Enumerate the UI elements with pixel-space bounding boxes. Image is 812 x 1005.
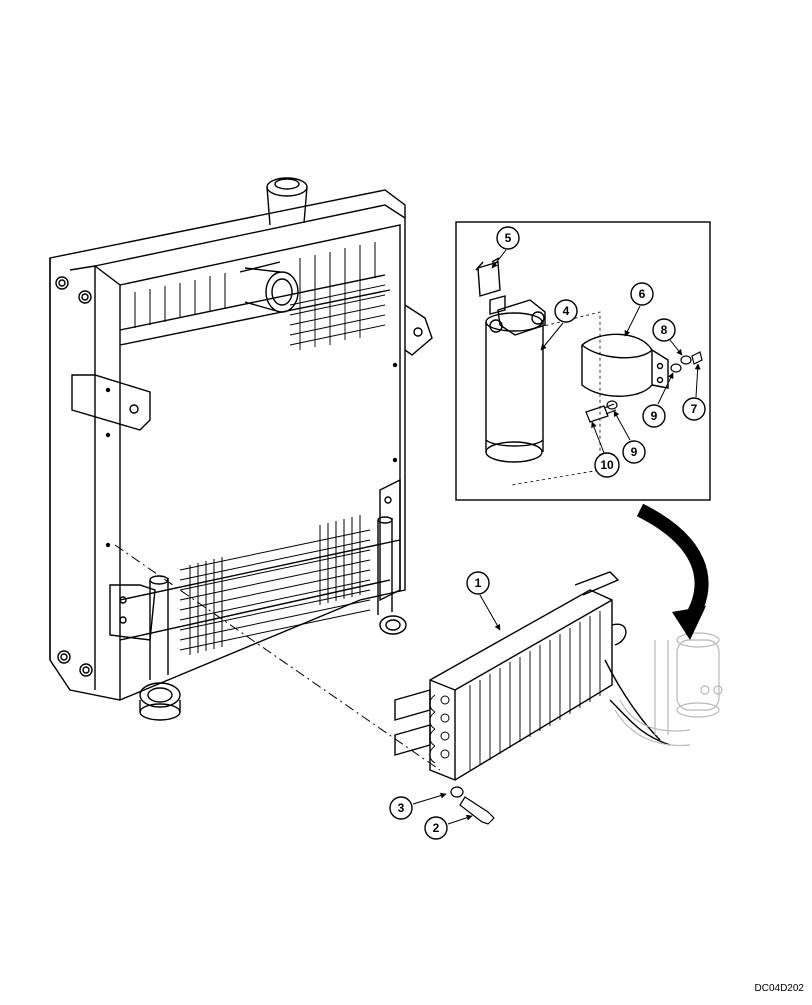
mounting-outline (511, 311, 601, 486)
callout-9-upper (642, 404, 666, 428)
callout-6 (630, 282, 654, 306)
callout-10 (594, 452, 620, 478)
callout-10-label: 10 (600, 458, 614, 472)
callout-8 (652, 318, 676, 342)
mounting-strap (581, 333, 669, 397)
callout-7-label: 7 (691, 402, 698, 416)
callout-2 (424, 816, 448, 840)
callout-7 (682, 397, 706, 421)
drawing-code: DC04D202 (754, 983, 804, 994)
condenser-mount-hardware (450, 786, 495, 825)
callout-6-label: 6 (639, 287, 646, 301)
callout-9-upper-label: 9 (651, 409, 658, 423)
callout-1-label: 1 (475, 576, 482, 590)
callout-2-label: 2 (433, 821, 440, 835)
detail-pointer-arrow (636, 503, 709, 624)
callout-3 (389, 796, 413, 820)
washer-9-upper (670, 363, 682, 373)
bolt-10 (585, 405, 609, 423)
receiver-drier-installed-ghost (614, 632, 723, 747)
callout-5 (496, 226, 520, 250)
washer-3 (450, 786, 464, 798)
bolt-2 (459, 796, 495, 825)
detail-inset-box (455, 221, 711, 501)
radiator-assembly (49, 177, 433, 721)
callout-8-label: 8 (661, 323, 668, 337)
callout-3-label: 3 (398, 801, 405, 815)
condenser (394, 571, 671, 781)
callout-4 (554, 299, 578, 323)
callout-9-lower-label: 9 (631, 445, 638, 459)
alignment-line (114, 544, 441, 771)
nut-7 (691, 351, 703, 365)
callout-5-label: 5 (505, 231, 512, 245)
callouts: 1 2 3 4 5 6 7 8 9 9 (389, 226, 706, 840)
callout-1 (466, 571, 490, 595)
callout-4-label: 4 (563, 304, 570, 318)
callout-9-lower (622, 440, 646, 464)
receiver-drier (475, 257, 546, 463)
washer-9-lower (606, 400, 618, 410)
detail-pointer-arrowhead (672, 606, 706, 640)
lockwasher-8 (680, 355, 692, 365)
